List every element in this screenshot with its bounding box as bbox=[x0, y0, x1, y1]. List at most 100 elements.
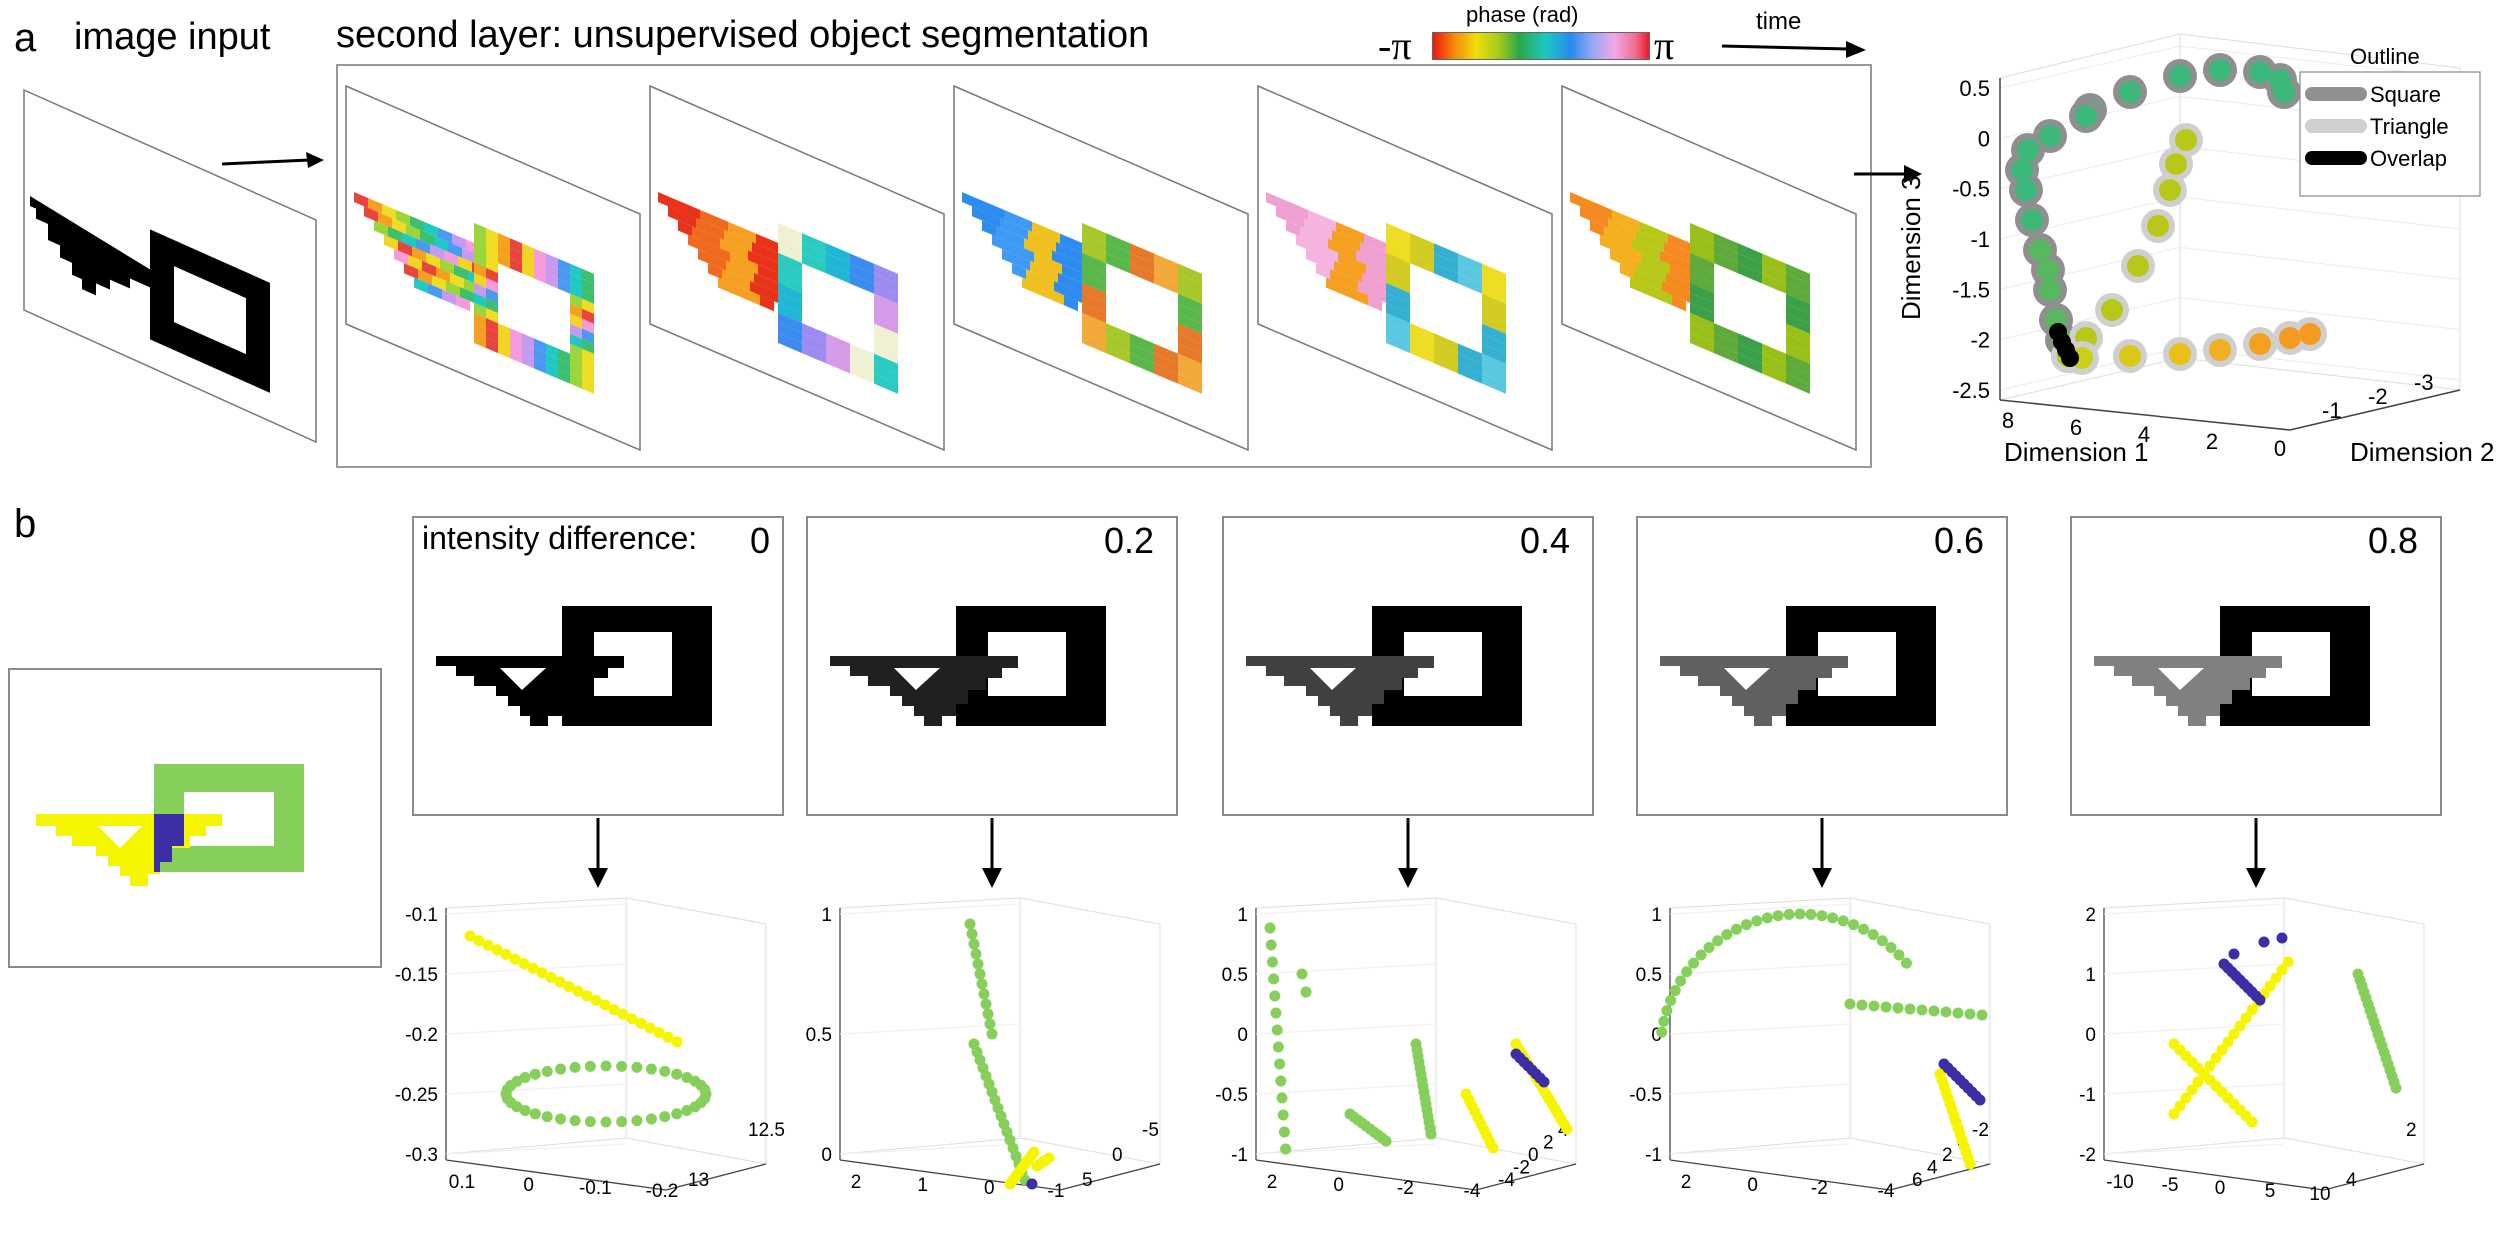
ref-square-ring bbox=[154, 764, 304, 872]
scatter-0-z-tick: -0.25 bbox=[395, 1085, 438, 1106]
scatter-0-points bbox=[464, 930, 712, 1128]
scatter-3-y-tick: 2 bbox=[1942, 1145, 1953, 1166]
plot-a-x-tick: 6 bbox=[2070, 415, 2082, 440]
intensity-value-2: 0.4 bbox=[1520, 520, 1571, 561]
scatter-1-y-tick: 0 bbox=[1112, 1145, 1123, 1166]
scatter-0-y-tick: 13 bbox=[688, 1170, 709, 1191]
scatter-1-z-tick: 0 bbox=[821, 1145, 832, 1166]
scatter-0-x-tick: 0 bbox=[523, 1175, 534, 1196]
scatter-3-y-tick: 4 bbox=[1927, 1158, 1938, 1179]
plot-a-z-tick: -0.5 bbox=[1952, 177, 1990, 202]
segmentation-slab-1 bbox=[345, 84, 641, 452]
arrow-down-0 bbox=[588, 818, 608, 888]
plot-a-x-tick: 4 bbox=[2138, 422, 2150, 447]
scatter-3-z-tick: 0 bbox=[1651, 1025, 1662, 1046]
scatter-3-z-tick: -0.5 bbox=[1629, 1085, 1662, 1106]
intensity-shapes-2 bbox=[1232, 606, 1522, 726]
plot-a-z-tick: -1 bbox=[1970, 227, 1990, 252]
scatter-1-x-tick: 0 bbox=[984, 1178, 995, 1199]
intensity-value-3: 0.6 bbox=[1934, 520, 1985, 561]
scatter-0-z-tick: -0.15 bbox=[395, 965, 438, 986]
plot-a-z-tick: 0 bbox=[1978, 126, 1990, 151]
ref-overlap bbox=[154, 814, 184, 872]
scatter-4-z-tick: -2 bbox=[2079, 1145, 2096, 1166]
arrow-to-embedding bbox=[1854, 165, 1922, 183]
intensity-shapes-3 bbox=[1646, 606, 1936, 726]
scatter-3d-3: 10.50-0.5-120-2-46420-2 bbox=[1629, 897, 1991, 1202]
plot-a-x-tick: 2 bbox=[2206, 429, 2218, 454]
scatter-1-points bbox=[964, 918, 1055, 1190]
input-shapes bbox=[30, 196, 270, 393]
scatter-3-points bbox=[1656, 908, 1988, 1170]
plot-a-axis-lines bbox=[1999, 78, 2461, 431]
intensity-shapes-4 bbox=[2080, 606, 2370, 726]
arrow-down-4 bbox=[2246, 818, 2266, 888]
plot-a-zlabel: Dimension 3 bbox=[1896, 175, 1926, 320]
scatter-1-z-tick: 0.5 bbox=[806, 1025, 832, 1046]
scatter-2-x-tick: 2 bbox=[1267, 1172, 1278, 1193]
colorbar-min: -π bbox=[1378, 23, 1412, 68]
plot-a-ylabel: Dimension 2 bbox=[2350, 437, 2495, 467]
segmentation-slab-2 bbox=[649, 84, 945, 452]
scatter-0-y-tick: 12.5 bbox=[748, 1120, 785, 1141]
panel-b-letter: b bbox=[14, 502, 37, 546]
scatter-2-z-tick: 0 bbox=[1237, 1025, 1248, 1046]
scatter-1-x-tick: 2 bbox=[851, 1172, 862, 1193]
intensity-shapes-1 bbox=[816, 606, 1106, 726]
colorbar-title: phase (rad) bbox=[1466, 2, 1579, 27]
panel-a-letter: a bbox=[14, 16, 37, 60]
intensity-shapes-0 bbox=[422, 606, 712, 726]
input-image-slab bbox=[23, 88, 317, 444]
intensity-difference-label: intensity difference: bbox=[422, 520, 698, 556]
colorbar-max: π bbox=[1654, 23, 1675, 68]
scatter-4-z-tick: -1 bbox=[2079, 1085, 2096, 1106]
plot-a-z-tick: -2 bbox=[1970, 328, 1990, 353]
phase-colorbar bbox=[1432, 32, 1650, 60]
scatter-3-x-tick: 2 bbox=[1681, 1172, 1692, 1193]
intensity-value-0: 0 bbox=[750, 520, 771, 561]
plot-a-x-tick: 8 bbox=[2002, 408, 2014, 433]
scatter-4-x-tick: 0 bbox=[2215, 1178, 2226, 1199]
scatter-1-x-tick: -1 bbox=[1048, 1181, 1065, 1202]
scatter-4-points bbox=[2168, 932, 2402, 1128]
scatter-4-z-tick: 0 bbox=[2085, 1025, 2096, 1046]
scatter-3-y-tick: 6 bbox=[1912, 1170, 1923, 1191]
scatter-1-y-tick: 5 bbox=[1082, 1170, 1093, 1191]
plot-a-y-tick: -3 bbox=[2414, 370, 2434, 395]
scatter-0-z-tick: -0.3 bbox=[405, 1145, 438, 1166]
arrow-to-layer bbox=[221, 152, 324, 168]
plot-a-legend: Outline Square Triangle Overlap bbox=[2299, 44, 2481, 197]
intensity-value-1: 0.2 bbox=[1104, 520, 1155, 561]
scatter-0-x-tick: -0.1 bbox=[579, 1178, 612, 1199]
scatter-2-z-tick: 0.5 bbox=[1222, 965, 1248, 986]
scatter-0-z-tick: -0.1 bbox=[405, 905, 438, 926]
scatter-2-y-tick: -2 bbox=[1513, 1158, 1530, 1179]
legend-title: Outline bbox=[2350, 44, 2420, 69]
scatter-2-y-tick: 0 bbox=[1528, 1145, 1539, 1166]
legend-overlap: Overlap bbox=[2370, 146, 2447, 171]
scatter-0-x-tick: -0.2 bbox=[646, 1181, 679, 1202]
scatter-4-y-tick: 4 bbox=[2346, 1170, 2357, 1191]
trajectory-triangle-tail bbox=[2065, 317, 2327, 375]
plot-a-y-tick: -1 bbox=[2322, 398, 2342, 423]
trajectory-square-top bbox=[2073, 53, 2301, 127]
legend-square: Square bbox=[2370, 82, 2441, 107]
plot-a-z-tick: -1.5 bbox=[1952, 277, 1990, 302]
scatter-4-x-tick: 10 bbox=[2309, 1184, 2330, 1205]
plot-a-xlabel: Dimension 1 bbox=[2004, 437, 2149, 467]
scatter-4-z-tick: 2 bbox=[2085, 905, 2096, 926]
second-layer-title: second layer: unsupervised object segmen… bbox=[336, 14, 1150, 56]
arrow-down-3 bbox=[1812, 818, 1832, 888]
time-label: time bbox=[1756, 8, 1802, 35]
scatter-3-z-tick: 0.5 bbox=[1636, 965, 1662, 986]
scatter-4-x-tick: -10 bbox=[2106, 1172, 2133, 1193]
scatter-2-x-tick: -4 bbox=[1464, 1181, 1481, 1202]
plot-a-y-tick: -2 bbox=[2368, 384, 2388, 409]
scatter-0-x-tick: 0.1 bbox=[449, 1172, 475, 1193]
arrow-down-1 bbox=[982, 818, 1002, 888]
plot-a-x-tick: 0 bbox=[2274, 436, 2286, 461]
scatter-3-x-tick: -4 bbox=[1878, 1181, 1895, 1202]
scatter-0-z-tick: -0.2 bbox=[405, 1025, 438, 1046]
